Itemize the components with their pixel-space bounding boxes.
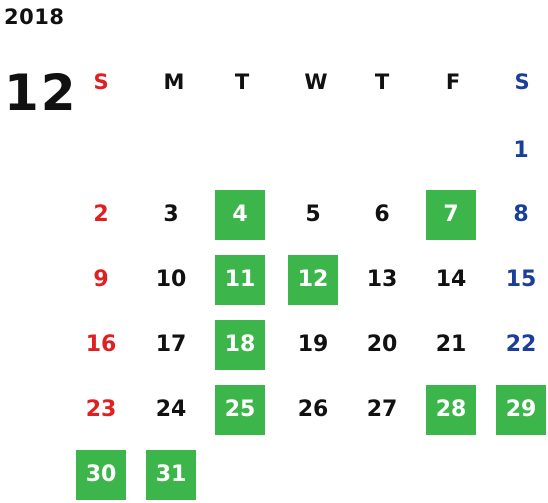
calendar-day-7[interactable]: 7 xyxy=(426,190,476,240)
calendar-day-16[interactable]: 16 xyxy=(85,332,117,357)
calendar-day-3[interactable]: 3 xyxy=(163,202,179,227)
calendar-day-17[interactable]: 17 xyxy=(155,332,187,357)
calendar-day-9[interactable]: 9 xyxy=(93,267,109,292)
calendar-day-28[interactable]: 28 xyxy=(426,385,476,435)
calendar-day-21[interactable]: 21 xyxy=(435,332,467,357)
calendar-day-31[interactable]: 31 xyxy=(146,450,196,500)
calendar-year: 2018 xyxy=(4,5,65,29)
calendar-day-29[interactable]: 29 xyxy=(496,385,546,435)
calendar-day-20[interactable]: 20 xyxy=(366,332,398,357)
calendar-day-19[interactable]: 19 xyxy=(297,332,329,357)
calendar-day-2[interactable]: 2 xyxy=(93,202,109,227)
calendar-day-24[interactable]: 24 xyxy=(155,397,187,422)
calendar-month: 12 xyxy=(4,64,78,122)
calendar-day-18[interactable]: 18 xyxy=(215,320,265,370)
calendar-day-10[interactable]: 10 xyxy=(155,267,187,292)
calendar-day-12[interactable]: 12 xyxy=(288,255,338,305)
calendar-day-26[interactable]: 26 xyxy=(297,397,329,422)
calendar-day-4[interactable]: 4 xyxy=(215,190,265,240)
calendar-day-15[interactable]: 15 xyxy=(505,267,537,292)
calendar-day-25[interactable]: 25 xyxy=(215,385,265,435)
calendar-day-13[interactable]: 13 xyxy=(366,267,398,292)
calendar-day-8[interactable]: 8 xyxy=(513,202,529,227)
weekday-monday: M xyxy=(163,70,185,94)
weekday-thursday: T xyxy=(374,70,390,94)
weekday-header: S M T W T F S xyxy=(66,64,548,100)
weekday-friday: F xyxy=(445,70,461,94)
weekday-tuesday: T xyxy=(234,70,250,94)
calendar-day-5[interactable]: 5 xyxy=(305,202,321,227)
calendar-day-27[interactable]: 27 xyxy=(366,397,398,422)
calendar-day-1[interactable]: 1 xyxy=(513,138,529,163)
calendar-day-23[interactable]: 23 xyxy=(85,397,117,422)
weekday-sunday: S xyxy=(93,70,109,94)
calendar-day-14[interactable]: 14 xyxy=(435,267,467,292)
weekday-wednesday: W xyxy=(304,70,328,94)
calendar-day-22[interactable]: 22 xyxy=(505,332,537,357)
calendar-day-30[interactable]: 30 xyxy=(76,450,126,500)
weekday-saturday: S xyxy=(514,70,530,94)
calendar-day-6[interactable]: 6 xyxy=(374,202,390,227)
calendar-day-11[interactable]: 11 xyxy=(215,255,265,305)
